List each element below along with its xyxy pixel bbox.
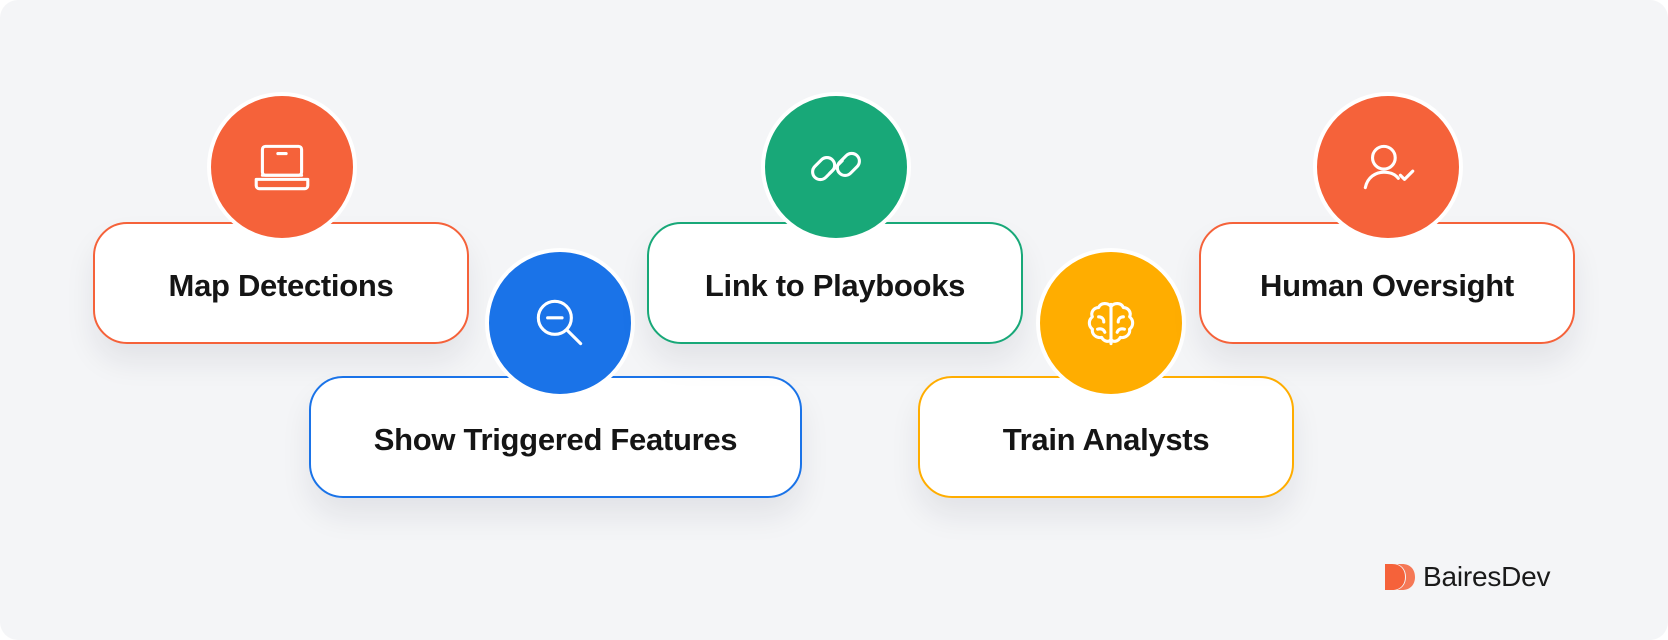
step-label: Link to Playbooks — [704, 268, 966, 303]
step-icon-circle-show-triggered-features — [485, 248, 635, 398]
step-card-human-oversight: Human Oversight — [1199, 222, 1575, 344]
step-label: Show Triggered Features — [373, 422, 738, 457]
step-label: Map Detections — [168, 268, 394, 303]
step-card-link-to-playbooks: Link to Playbooks — [647, 222, 1023, 344]
step-icon-circle-map-detections — [207, 92, 357, 242]
step-card-map-detections: Map Detections — [93, 222, 469, 344]
step-icon-circle-train-analysts — [1036, 248, 1186, 398]
step-icon-circle-link-to-playbooks — [761, 92, 911, 242]
step-label: Human Oversight — [1260, 268, 1514, 303]
user-check-icon — [1363, 144, 1415, 190]
step-icon-circle-human-oversight — [1313, 92, 1463, 242]
brain-icon — [1087, 301, 1135, 346]
link-icon — [811, 151, 861, 182]
brand-name: BairesDev — [1423, 561, 1551, 592]
step-label: Train Analysts — [1002, 422, 1210, 457]
bairesdev-logo-icon — [1385, 564, 1415, 590]
brand-logo: BairesDev — [1383, 561, 1551, 593]
zoom-out-icon — [536, 299, 583, 346]
laptop-icon — [254, 144, 310, 191]
